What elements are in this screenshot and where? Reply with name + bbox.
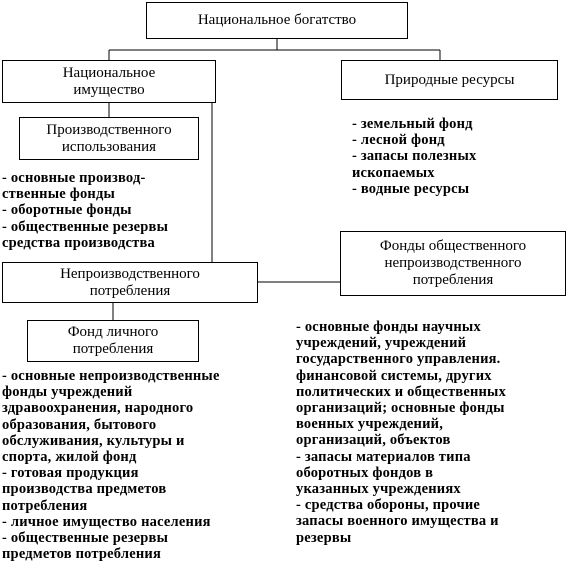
list-item: спорта, жилой фонд (2, 449, 137, 466)
nonproduction-label-line1: Непроизводственного (60, 265, 200, 282)
public-funds-label-line2: непроизводственного (384, 255, 522, 271)
list-item: запасы военного имущества и (296, 513, 499, 530)
public-funds-box: Фонды общественного непроизводственного … (340, 231, 566, 296)
nonproduction-box: Непроизводственного потребления (2, 262, 258, 303)
production-use-box: Производственного использования (19, 117, 199, 160)
list-item: резервы (296, 529, 352, 546)
production-use-label-line2: использования (61, 138, 157, 155)
natural-resources-box: Природные ресурсы (341, 60, 558, 100)
list-item: - запасы материалов типа (296, 448, 471, 465)
list-item: средства производства (2, 234, 155, 251)
personal-fund-label-line2: потребления (72, 341, 154, 357)
list-item: политических и общественных (296, 383, 507, 400)
national-wealth-label: Национальное богатство (197, 12, 357, 28)
list-item: - готовая продукция (2, 465, 139, 482)
public-funds-label-line1: Фонды общественного (379, 238, 527, 254)
list-item: потребления (2, 497, 88, 514)
public-funds-label-line3: потребления (412, 272, 494, 288)
nonproduction-label-line2: потребления (89, 282, 171, 299)
natural-resources-label: Природные ресурсы (384, 71, 515, 88)
list-item: - основные производ- (2, 170, 146, 186)
list-item: учреждений, учреждений (296, 335, 467, 352)
list-item: - средства обороны, прочие (296, 497, 481, 514)
list-item: обслуживания, культуры и (2, 432, 185, 449)
list-item: ископаемых (352, 164, 435, 181)
personal-fund-list: - основные непроизводственные фонды учре… (2, 368, 220, 562)
list-item: финансовой системы, других (296, 367, 492, 384)
list-item: предметов потребления (2, 546, 162, 563)
list-item: - основные фонды научных (296, 319, 481, 335)
list-item: здравоохранения, народного (2, 400, 194, 417)
list-item: - запасы полезных (352, 148, 477, 165)
list-item: фонды учреждений (2, 384, 133, 401)
list-item: указанных учреждениях (296, 481, 461, 498)
personal-fund-box: Фонд личного потребления (27, 320, 199, 362)
list-item: организаций, объектов (296, 432, 451, 449)
list-item: - основные непроизводственные (2, 368, 220, 384)
list-item: оборотных фондов в (296, 464, 434, 481)
personal-fund-label-line1: Фонд личного (67, 324, 159, 340)
list-item: производства предметов (2, 481, 167, 498)
list-item: - оборотные фонды (2, 202, 132, 219)
national-property-box: Национальное имущество (2, 60, 216, 103)
list-item: организаций; основные фонды (296, 400, 505, 417)
public-funds-list: - основные фонды научных учреждений, учр… (296, 319, 506, 546)
list-item: - общественные резервы (2, 218, 169, 235)
list-item: - личное имущество населения (2, 513, 211, 530)
national-property-label-line2: имущество (73, 81, 145, 98)
list-item: образования, бытового (2, 416, 157, 433)
list-item: - земельный фонд (352, 116, 473, 132)
production-list: - основные производ- ственные фонды - об… (2, 170, 168, 251)
natural-resources-list: - земельный фонд - лесной фонд - запасы … (352, 116, 476, 197)
list-item: - общественные резервы (2, 530, 169, 547)
production-use-label-line1: Производственного (46, 121, 172, 138)
list-item: ственные фонды (2, 186, 116, 203)
national-property-label-line1: Национальное (62, 64, 156, 81)
list-item: военных учреждений, (296, 416, 444, 433)
list-item: государственного управления. (296, 351, 501, 368)
list-item: - лесной фонд (352, 132, 445, 149)
national-wealth-box: Национальное богатство (146, 2, 408, 39)
list-item: - водные ресурсы (352, 180, 470, 197)
